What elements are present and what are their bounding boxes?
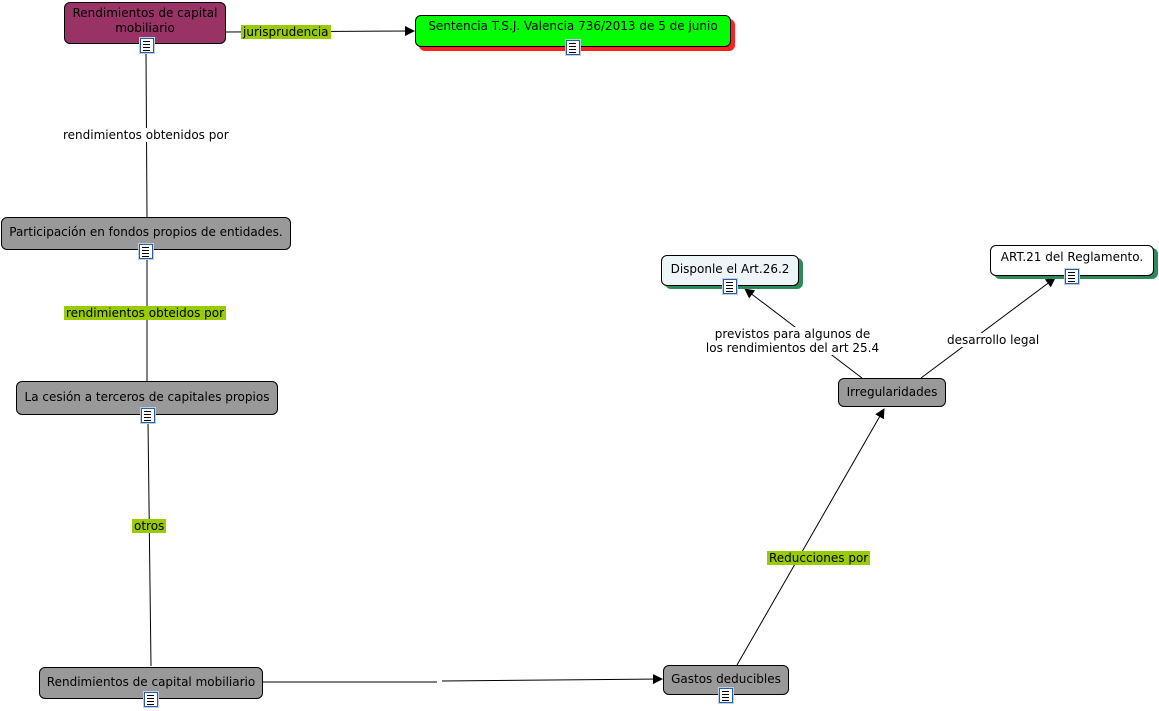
document-icon[interactable]	[1065, 269, 1079, 284]
link-label-reducciones: Reducciones por	[767, 551, 871, 565]
link-capital-gastos-2	[441, 674, 663, 685]
document-icon[interactable]	[140, 38, 154, 53]
link-label-previstos: previstos para algunos de los rendimient…	[703, 327, 882, 355]
document-icon[interactable]	[139, 244, 153, 259]
document-icon[interactable]	[144, 692, 158, 707]
document-icon[interactable]	[141, 408, 155, 423]
concept-gastos-deducibles[interactable]: Gastos deducibles	[663, 665, 789, 695]
link-label-rendimientos-obtenidos: rendimientos obtenidos por	[61, 128, 231, 142]
concept-label: Irregularidades	[846, 385, 938, 399]
concept-irregularidades[interactable]: Irregularidades	[838, 378, 946, 407]
concept-label: Disponle el Art.26.2	[670, 262, 790, 276]
concept-label: Rendimientos de capital mobiliario	[46, 675, 256, 689]
link-gastos-irregularidades	[736, 408, 885, 666]
link-label-otros: otros	[132, 519, 167, 533]
concept-rendimientos-capital-top[interactable]: Rendimientos de capital mobiliario	[64, 2, 226, 44]
link-label-rendimientos-obteidos: rendimientos obteidos por	[64, 306, 227, 320]
concept-label: ART.21 del Reglamento.	[1000, 250, 1144, 264]
concept-label: La cesión a terceros de capitales propio…	[24, 390, 270, 404]
document-icon[interactable]	[566, 40, 580, 55]
document-icon[interactable]	[723, 279, 737, 294]
concept-label: Participación en fondos propios de entid…	[9, 225, 283, 239]
link-label-jurisprudencia: jurisprudencia	[241, 25, 331, 39]
concept-label: Rendimientos de capital mobiliario	[72, 6, 218, 35]
concept-label: Gastos deducibles	[671, 672, 781, 686]
link-cesion-capital	[147, 421, 152, 667]
link-irregularidades-art21	[920, 277, 1056, 379]
link-label-desarrollo: desarrollo legal	[945, 333, 1042, 347]
concept-label: Sentencia T.S.J. Valencia 736/2013 de 5 …	[428, 19, 718, 33]
document-icon[interactable]	[719, 688, 733, 703]
